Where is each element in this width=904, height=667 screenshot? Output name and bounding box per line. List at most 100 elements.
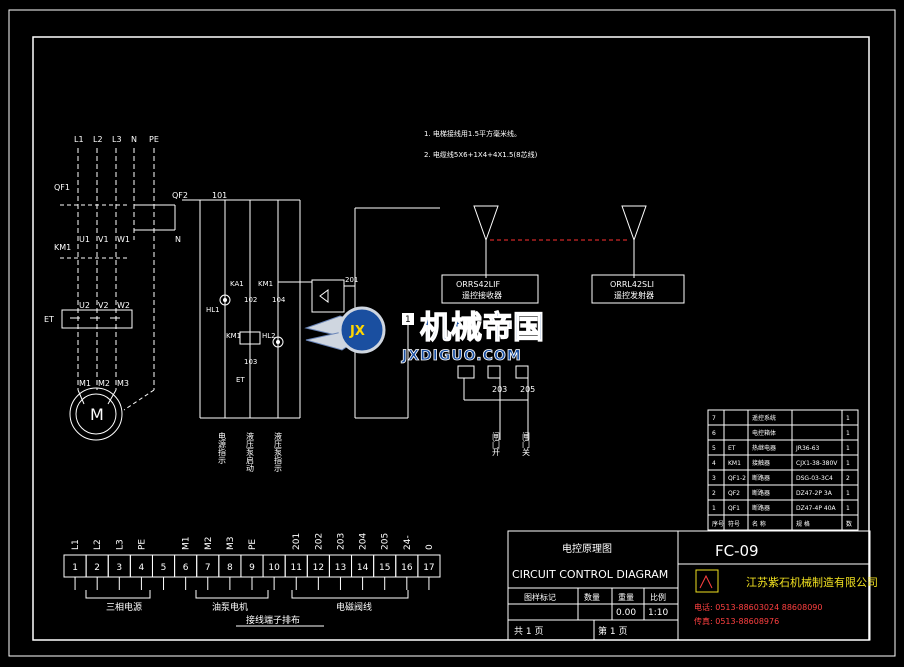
motor-terminal-label: M3: [117, 379, 129, 388]
switch-label: 闸门关: [522, 432, 531, 457]
scale-label: 比例: [650, 592, 666, 602]
terminal-wire-label: L3: [115, 539, 125, 550]
weight-value: 0.00: [616, 608, 636, 618]
phase-label: L2: [93, 135, 103, 144]
parts-cell: 3: [712, 475, 716, 482]
terminal-number: 1: [405, 315, 411, 325]
parts-cell: 热继电器: [752, 444, 776, 452]
contact-label: W1: [117, 235, 130, 244]
parts-cell: 2: [712, 490, 716, 497]
watermark-badge: JX: [349, 324, 365, 339]
sheet-number: 第 1 页: [598, 625, 627, 637]
contactor-label: KM1: [54, 243, 71, 252]
terminal-groups: [85, 590, 409, 627]
terminal-number: 4: [139, 563, 145, 573]
lamp-label: HL1: [206, 306, 220, 314]
receiver-name: 遥控接收器: [462, 290, 502, 300]
parts-cell: 2: [846, 475, 850, 482]
motor-terminal-label: M2: [98, 379, 110, 388]
wire-101-label: 101: [212, 191, 227, 200]
parts-cell: 6: [712, 430, 716, 437]
motor-symbol: M: [90, 405, 104, 424]
switch-label: 闸门开: [492, 432, 501, 457]
terminal-number: 9: [249, 563, 255, 573]
parts-cell: 1: [846, 490, 850, 497]
wire-label: 203: [492, 385, 507, 394]
terminal-number: 7: [205, 563, 211, 573]
parts-cell: QF1-2: [728, 475, 746, 482]
parts-cell: JR36-63: [795, 445, 820, 452]
terminal-wire-label: 0: [425, 544, 435, 550]
terminal-wire-label: 202: [314, 533, 324, 550]
coil-label: KM1: [226, 332, 241, 340]
terminal-number: 13: [335, 563, 346, 573]
receiver-model: ORRS42LIF: [456, 280, 500, 289]
parts-cell: CJX1-38-380V: [796, 460, 838, 467]
gear-icon: [338, 306, 386, 354]
parts-header: 序号: [712, 520, 724, 528]
indicator-lamp-icon: [219, 294, 231, 306]
lamp-label: HL2: [262, 332, 276, 340]
terminal-wire-label: 204: [359, 533, 369, 550]
company-logo: [695, 569, 719, 593]
notes: 1. 电梯接线用1.5平方毫米线。 2. 电缆线5X6+1X4+4X1.5(8芯…: [424, 129, 538, 159]
power-labels: L1 L2 L3 N PE QF1 KM1 U1 V1 W1 ET U2 V2 …: [44, 135, 227, 424]
control-circuit: [174, 199, 408, 419]
thermal-contact-label: ET: [236, 376, 245, 384]
control-column-labels: 电源指示 液压泵启动 液压泵指示: [218, 431, 283, 473]
scale-value: 1:10: [648, 608, 668, 618]
terminal-number: 11: [291, 563, 302, 573]
title-block-text: 电控原理图 CIRCUIT CONTROL DIAGRAM FC-09 图样标记…: [512, 542, 878, 637]
indicator-lamp-icon: [272, 336, 284, 348]
drawing-number: FC-09: [715, 542, 759, 560]
relay-contact-label: W2: [117, 301, 130, 310]
terminal-number: 16: [401, 563, 413, 573]
wire-label: 201: [345, 276, 358, 284]
terminal-wire-label: M3: [226, 537, 236, 551]
company-fax: 传真: 0513-88608976: [694, 616, 779, 626]
phase-label: L3: [112, 135, 122, 144]
parts-cell: QF2: [728, 490, 740, 497]
terminal-number: 1: [72, 563, 78, 573]
terminal-wire-label: 203: [336, 533, 346, 550]
wire-label: 102: [244, 296, 257, 304]
parts-cell: 1: [846, 505, 850, 512]
column-label: 液压泵指示: [274, 431, 283, 472]
company-logo-icon: [699, 574, 713, 589]
parts-cell: 断路器: [752, 489, 770, 497]
company-phone: 电话: 0513-88603024 88608090: [694, 602, 822, 612]
contactor-label: KM1: [258, 280, 273, 288]
parts-header: 规 格: [796, 520, 810, 528]
wire-label: 104: [272, 296, 286, 304]
parts-cell: QF1: [728, 505, 740, 512]
breaker-label: QF1: [54, 183, 70, 192]
contact-label: U1: [79, 235, 90, 244]
note-line: 1. 电梯接线用1.5平方毫米线。: [424, 129, 521, 138]
control-labels: KA1 KM1 HL1 102 104 KM1 HL2 103 ET 201: [206, 276, 358, 384]
parts-cell: 接触器: [752, 459, 770, 467]
terminal-wire-label: L2: [93, 539, 103, 550]
strip-title: 接线端子排布: [246, 614, 300, 626]
terminal-number: 10: [268, 563, 280, 573]
radio-section: [354, 205, 685, 440]
parts-cell: 1: [846, 445, 850, 452]
relay-label: KA1: [230, 280, 244, 288]
terminal-wire-label: M1: [182, 537, 192, 551]
phase-label: N: [131, 135, 137, 144]
contact-label: V1: [98, 235, 109, 244]
drawing-title-cn: 电控原理图: [562, 542, 612, 555]
wire-label: 205: [520, 385, 535, 394]
parts-cell: 1: [712, 505, 716, 512]
company-logo-icon: [695, 569, 719, 593]
terminal-wire-label: L1: [71, 539, 81, 550]
group-label: 电磁阀线: [336, 601, 372, 613]
terminal-one-marker: 1: [402, 313, 414, 325]
terminal-wire-label: M2: [204, 537, 214, 551]
parts-cell: 断路器: [752, 474, 770, 482]
parts-cell: DSG-03-3C4: [796, 475, 833, 482]
column-label: 液压泵启动: [246, 431, 255, 473]
company-name: 江苏紫石机械制造有限公司: [746, 575, 878, 589]
mark-label: 图样标记: [524, 592, 556, 602]
